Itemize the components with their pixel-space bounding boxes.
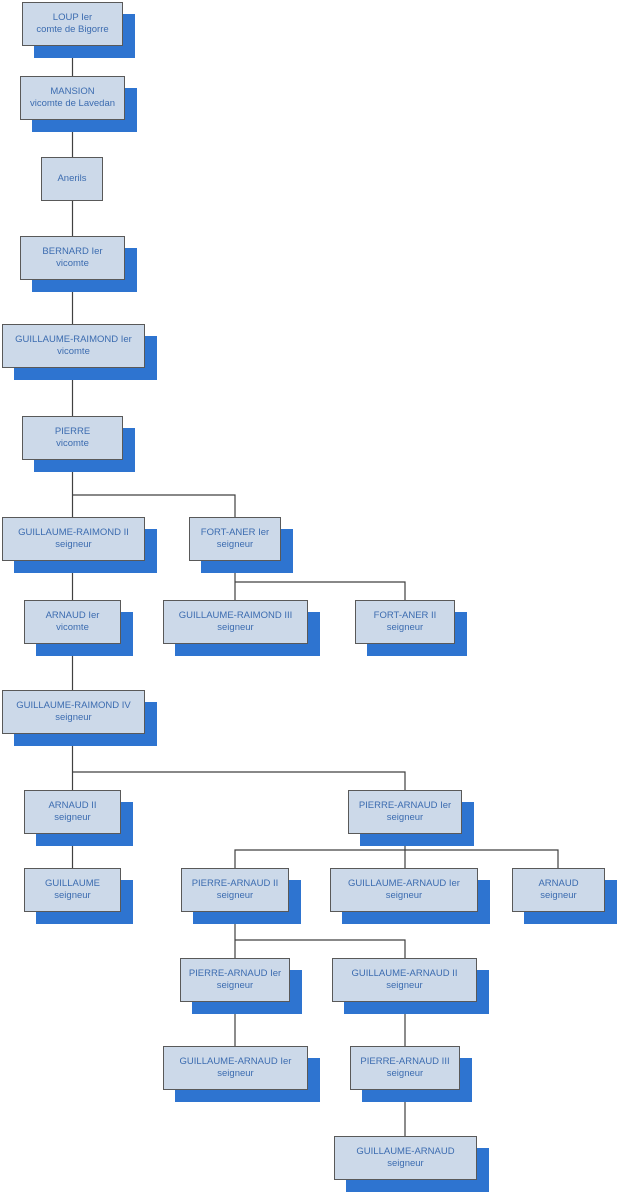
- person-name: ARNAUD II: [48, 800, 97, 811]
- person-name: GUILLAUME-RAIMOND Ier: [15, 334, 132, 345]
- person-name: PIERRE-ARNAUD II: [191, 878, 279, 889]
- connector-line: [72, 771, 406, 790]
- person-title: seigneur: [216, 980, 254, 991]
- person-title: seigneur: [385, 890, 423, 901]
- person-name: GUILLAUME-RAIMOND IV: [16, 700, 131, 711]
- person-title: vicomte: [56, 258, 89, 269]
- person-title: seigneur: [386, 812, 424, 823]
- connector-line: [235, 939, 406, 958]
- person-title: vicomte: [56, 622, 89, 633]
- person-title: seigneur: [387, 1158, 424, 1169]
- person-name: BERNARD Ier: [42, 246, 103, 257]
- person-title: seigneur: [55, 539, 92, 550]
- person-name: PIERRE-ARNAUD Ier: [358, 800, 452, 811]
- person-title: seigneur: [386, 1068, 424, 1079]
- person-title: seigneur: [217, 1068, 254, 1079]
- person-node-anerils[interactable]: Anerils: [41, 157, 103, 201]
- person-name: GUILLAUME-ARNAUD: [356, 1146, 455, 1157]
- person-name: ARNAUD: [538, 878, 579, 889]
- person-title: seigneur: [386, 622, 424, 633]
- person-name: ARNAUD Ier: [45, 610, 100, 621]
- connector-line: [405, 849, 559, 868]
- person-title: vicomte: [56, 438, 89, 449]
- person-title: seigneur: [55, 712, 92, 723]
- connector-line: [235, 581, 406, 600]
- person-name: Anerils: [57, 173, 87, 184]
- person-title: seigneur: [540, 890, 577, 901]
- person-name: FORT-ANER Ier: [200, 527, 270, 538]
- connector-line: [234, 849, 405, 868]
- person-name: GUILLAUME-ARNAUD Ier: [179, 1056, 292, 1067]
- person-title: seigneur: [386, 980, 423, 991]
- person-name: GUILLAUME: [45, 878, 100, 889]
- person-title: seigneur: [216, 539, 254, 550]
- person-title: vicomte de Lavedan: [29, 98, 116, 109]
- person-name: GUILLAUME-RAIMOND II: [18, 527, 129, 538]
- person-name: PIERRE-ARNAUD Ier: [188, 968, 282, 979]
- person-name: LOUP Ier: [52, 12, 93, 23]
- person-name: PIERRE-ARNAUD III: [360, 1056, 450, 1067]
- person-name: PIERRE: [54, 426, 91, 437]
- connector-line: [72, 494, 236, 517]
- person-title: seigneur: [54, 890, 91, 901]
- person-name: MANSION: [50, 86, 95, 97]
- person-title: comte de Bigorre: [36, 24, 109, 35]
- person-title: seigneur: [217, 622, 254, 633]
- person-name: GUILLAUME-ARNAUD II: [351, 968, 458, 979]
- person-title: seigneur: [216, 890, 254, 901]
- person-title: seigneur: [54, 812, 91, 823]
- person-title: vicomte: [57, 346, 90, 357]
- person-name: GUILLAUME-ARNAUD Ier: [348, 878, 460, 889]
- person-name: FORT-ANER II: [373, 610, 437, 621]
- person-name: GUILLAUME-RAIMOND III: [178, 610, 293, 621]
